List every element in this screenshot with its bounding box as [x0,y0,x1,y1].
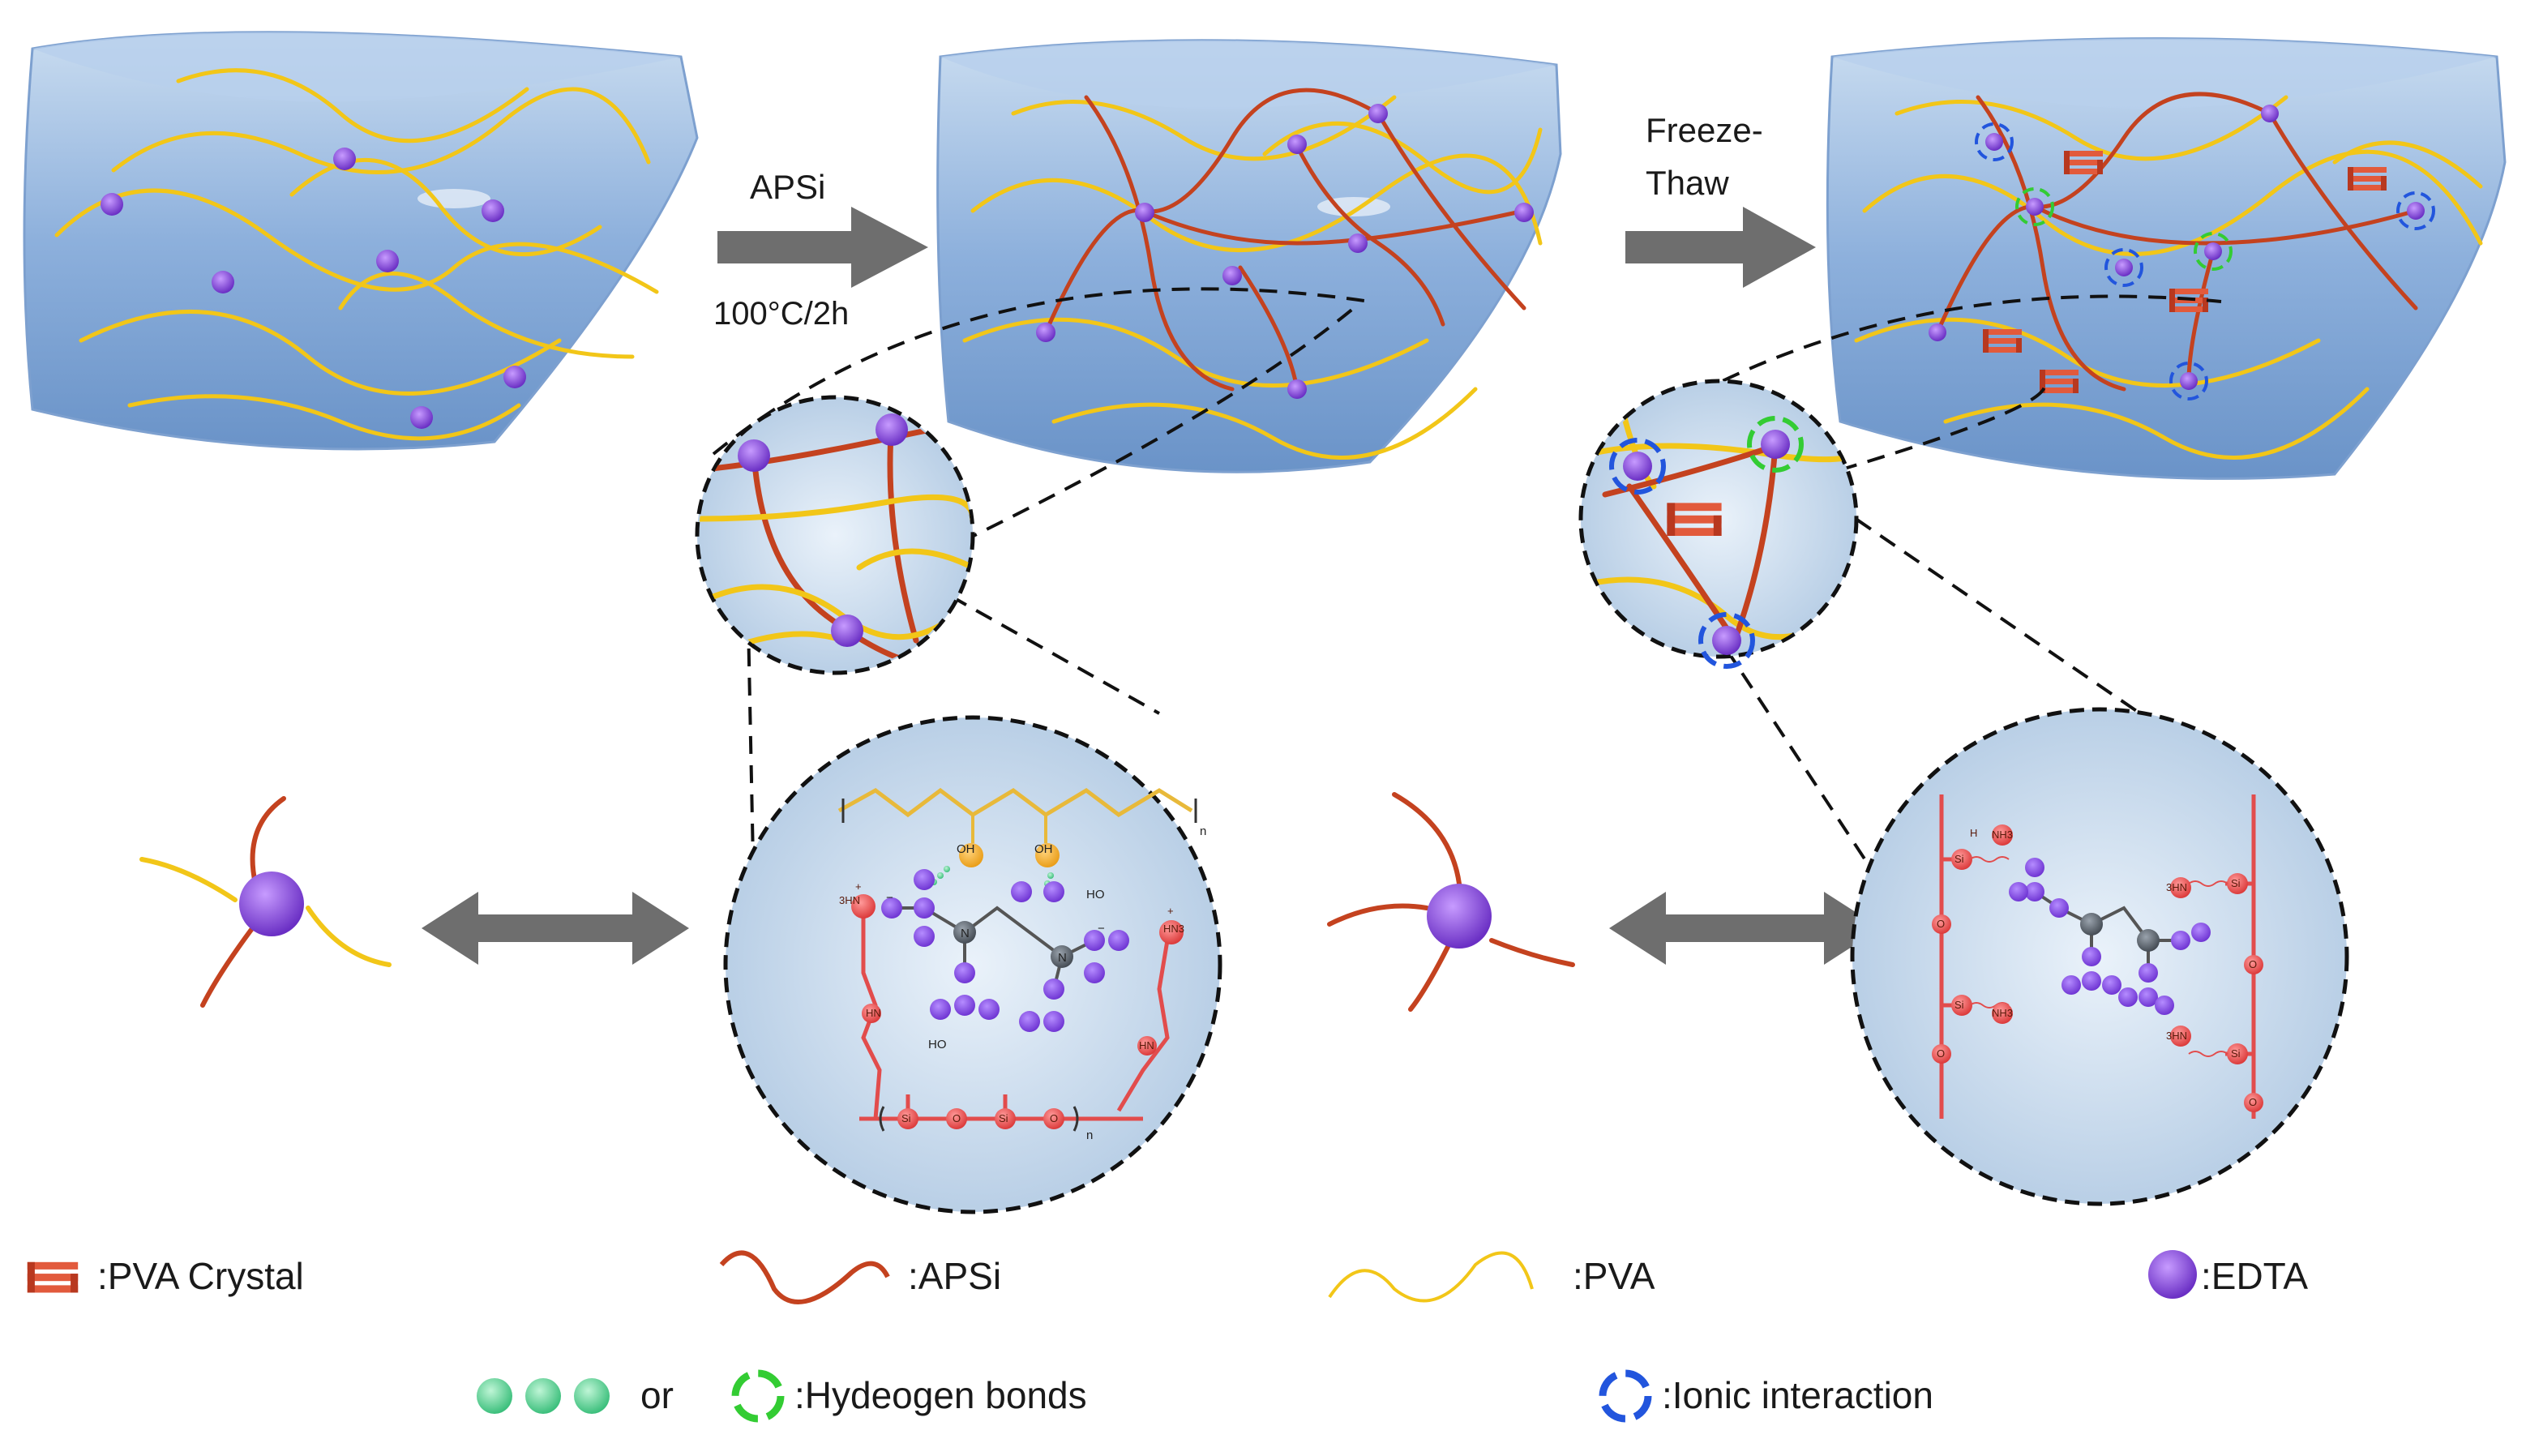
edta-minus-1: − [1098,922,1105,936]
edta-minus-2: − [886,891,893,905]
chemistry-circle-hydrogen: n OH OH N N [723,715,1222,1214]
apsi-si-2: Si [999,1112,1008,1124]
apsi-plus-left: + [855,880,862,893]
legend-apsi: :APSi [719,1250,1001,1304]
legend-edta-label: :EDTA [2201,1255,2308,1297]
step1-condition: 100°C/2h [713,296,849,332]
apsi-o-r1: O [1937,918,1945,930]
hbond-dot-icon [477,1378,512,1414]
apsi-hn-left: HN [866,1007,881,1019]
legend-ionic-interaction-label: :Ionic interaction [1662,1374,1933,1416]
step2-label-line2: Thaw [1646,164,1729,202]
step-arrow-freeze-thaw: Freeze- Thaw [1625,111,1816,288]
ionic-ring-icon [1599,1369,1652,1423]
ionic-nh3-3: 3HN [2166,881,2187,893]
double-arrow-left [422,892,689,965]
hydrogel-block-crosslinked [936,39,1562,473]
apsi-nh3-right: HN3 [1163,923,1184,935]
apsi-plus-right: + [1167,905,1174,917]
apsi-hn-right: HN [1139,1039,1154,1051]
edta-linker-icon-left [139,796,392,1008]
apsi-si-r1: Si [1954,853,1964,865]
ionic-nh3-4: 3HN [2166,1030,2187,1042]
legend-hydrogen-bonds: or :Hydeogen bonds [477,1369,1087,1423]
pva-subscript-n: n [1200,824,1206,838]
pva-oh-1: OH [957,842,975,856]
legend-pva-crystal: :PVA Crystal [27,1255,304,1297]
hbond-ring-icon [731,1369,785,1423]
hbond-dot-icon [525,1378,561,1414]
apsi-si-r3: Si [2231,877,2241,889]
ionic-nh3-1: NH3 [1992,829,2013,841]
hbond-dot-icon [574,1378,610,1414]
edta-linker-icon-right [1327,792,1575,1012]
edta-n-1: N [961,927,970,940]
legend: :PVA Crystal :APSi :PVA :EDTA or :Hydeog… [27,1250,2308,1423]
ionic-h-1: H [1970,827,1977,839]
legend-pva-label: :PVA [1573,1255,1655,1297]
edta-ho-2: HO [1086,888,1105,901]
zoom-circle-freeze-thaw [1578,379,1859,669]
legend-hydrogen-bonds-label: :Hydeogen bonds [794,1374,1087,1416]
edta-ho: HO [928,1038,947,1051]
apsi-si-r4: Si [2231,1047,2241,1060]
step-arrow-apsi: APSi 100°C/2h [713,168,928,332]
ionic-nh3-2: NH3 [1992,1007,2013,1019]
apsi-si-r2: Si [1954,999,1964,1011]
legend-or: or [640,1374,674,1416]
hydrogel-block-initial [23,31,699,451]
zoom-circle-crosslinked [695,395,975,675]
apsi-o-1: O [953,1112,961,1124]
apsi-o-r2: O [1937,1047,1945,1060]
double-arrow-right [1609,892,1881,965]
pva-chains [54,68,659,441]
apsi-o-r3: O [2249,958,2257,970]
apsi-o-2: O [1050,1112,1058,1124]
apsi-nh3-left: 3HN [839,894,860,906]
edta-particles [101,148,526,429]
apsi-o-r4: O [2249,1096,2257,1108]
legend-ionic-interaction: :Ionic interaction [1599,1369,1933,1423]
apsi-si-1: Si [901,1112,911,1124]
legend-pva-crystal-label: :PVA Crystal [97,1255,304,1297]
chemistry-circle-ionic: Si Si Si Si O O O O H NH3 NH3 3HN 3HN [1850,707,2349,1206]
hydrogel-block-freeze-thaw [1826,37,2507,480]
legend-pva: :PVA [1328,1251,1655,1303]
pva-oh-2: OH [1034,842,1053,856]
legend-apsi-label: :APSi [908,1255,1001,1297]
step2-label-line1: Freeze- [1646,111,1763,149]
legend-edta: :EDTA [2148,1250,2308,1299]
edta-n-2: N [1058,951,1067,965]
step1-label: APSi [750,168,825,206]
edta-icon [2148,1250,2197,1299]
apsi-subscript-n: n [1086,1128,1093,1142]
